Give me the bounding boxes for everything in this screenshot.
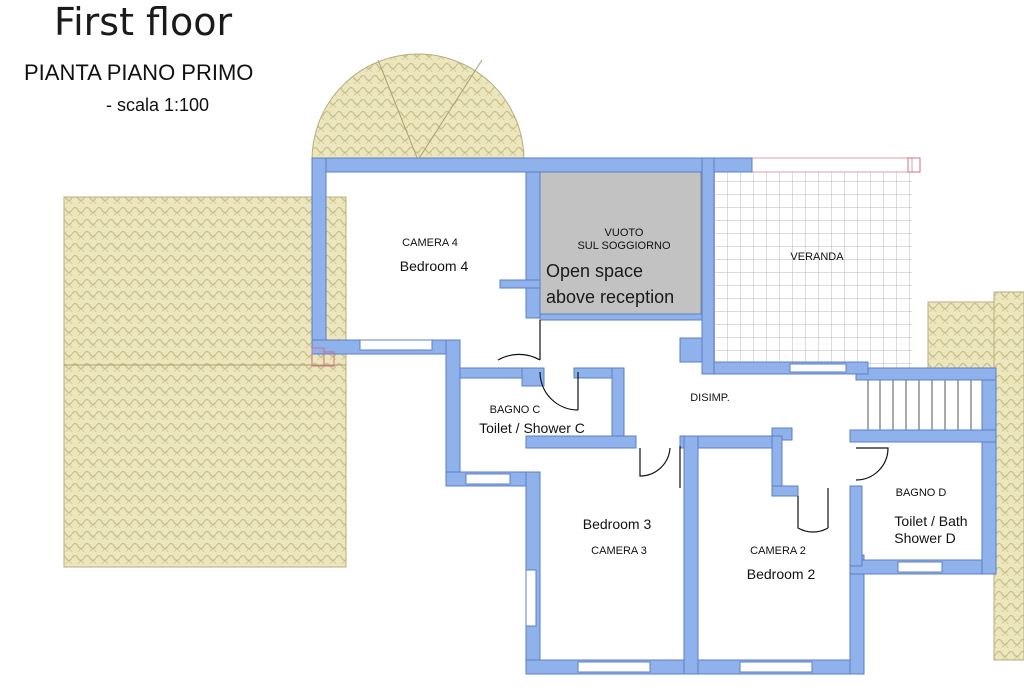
corner-marks (311, 157, 921, 367)
scale-label: - scala 1:100 (106, 95, 210, 115)
roof-left (63, 196, 347, 568)
bagno-c-it-label: BAGNO C (489, 404, 541, 416)
roof-areas (63, 53, 1024, 661)
void-area (539, 171, 702, 319)
camera4-en-label: Bedroom 4 (399, 258, 469, 274)
camera3-en-label: Bedroom 3 (582, 516, 652, 532)
vuoto-label-2: SUL SOGGIORNO (577, 240, 671, 252)
staircase (867, 377, 983, 431)
camera2-it-label: CAMERA 2 (750, 545, 806, 557)
camera3-it-label: CAMERA 3 (591, 545, 647, 557)
doors (497, 320, 889, 533)
bagno-d-it-label: BAGNO D (895, 487, 947, 499)
bagno-d-en-label-1: Toilet / Bath (894, 513, 968, 529)
disimp-label: DISIMP. (690, 392, 730, 404)
bagno-d-en-label-2: Shower D (894, 530, 956, 546)
roof-right-strip (993, 291, 1024, 661)
roof-right-small (927, 301, 999, 373)
roof-semicircle (311, 53, 525, 161)
windows (359, 339, 943, 673)
veranda-label: VERANDA (790, 251, 844, 263)
veranda-floor (714, 172, 912, 368)
camera2-en-label: Bedroom 2 (746, 566, 816, 582)
plan-subtitle: PIANTA PIANO PRIMO (24, 60, 254, 85)
vuoto-label-1: VUOTO (604, 227, 644, 239)
open-space-label-2: above reception (546, 287, 675, 307)
page-title: First floor (54, 0, 233, 44)
open-space-label-1: Open space (546, 261, 644, 281)
bagno-c-en-label: Toilet / Shower C (479, 420, 585, 436)
camera4-it-label: CAMERA 4 (402, 237, 458, 249)
